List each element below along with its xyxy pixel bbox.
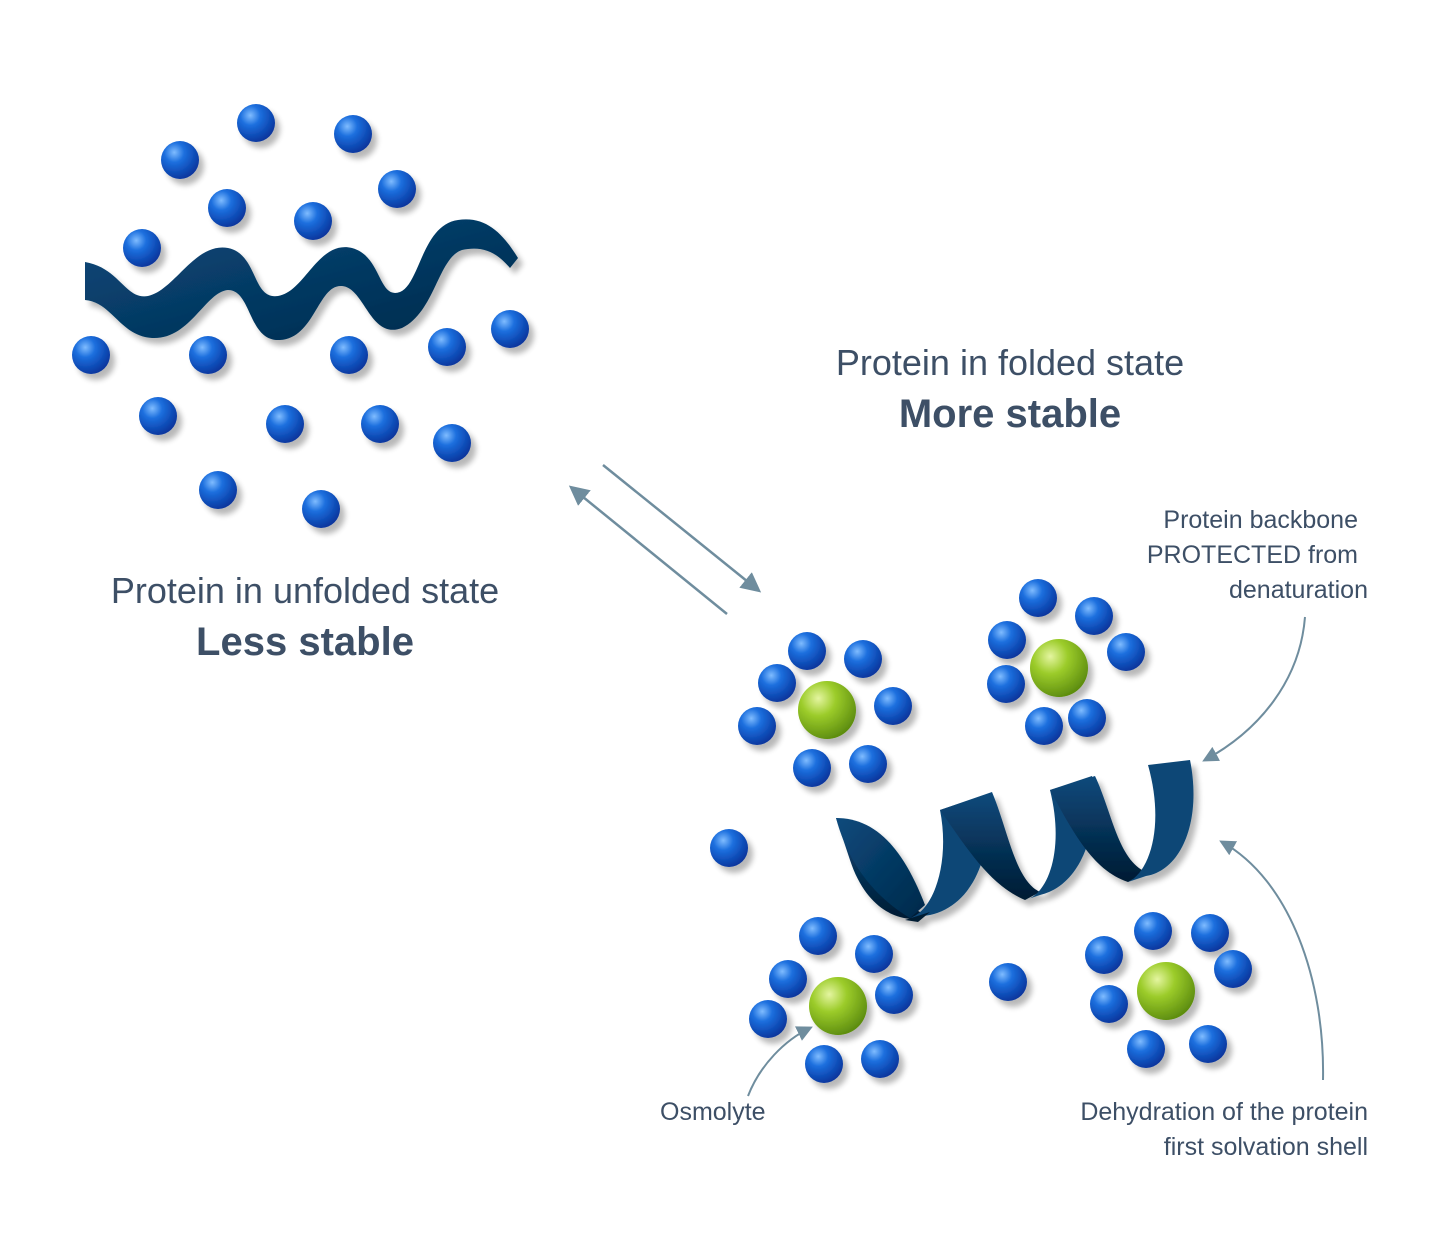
- dehydration-annotation-line-2: first solvation shell: [1163, 1133, 1368, 1161]
- water-molecule: [855, 935, 893, 973]
- water-molecule: [330, 336, 368, 374]
- water-molecule: [266, 405, 304, 443]
- annotation-arrows: [747, 616, 1325, 1097]
- water-molecule: [769, 960, 807, 998]
- forward-arrow: [602, 464, 762, 593]
- osmolyte-pointer-arrow: [747, 1026, 813, 1097]
- water-molecule: [805, 1045, 843, 1083]
- water-molecule: [1085, 936, 1123, 974]
- osmolyte-molecule: [798, 681, 856, 739]
- unfolded-protein-ribbon: [85, 219, 518, 341]
- backbone-pointer-arrow: [1202, 616, 1306, 762]
- water-molecule: [189, 336, 227, 374]
- dehydration-annotation-line-1: Dehydration of the protein: [1080, 1098, 1368, 1126]
- water-molecule: [738, 707, 776, 745]
- backbone-annotation-line-2: PROTECTED from: [1146, 541, 1358, 569]
- water-molecule: [1134, 912, 1172, 950]
- water-molecule: [861, 1040, 899, 1078]
- water-molecule: [793, 749, 831, 787]
- water-molecule: [161, 141, 199, 179]
- folded-stability-label: More stable: [898, 392, 1122, 436]
- water-molecule: [1191, 914, 1229, 952]
- water-molecule: [1189, 1025, 1227, 1063]
- water-molecule: [1127, 1030, 1165, 1068]
- osmolyte-molecule: [809, 977, 867, 1035]
- water-molecule: [1019, 579, 1057, 617]
- water-molecule: [987, 665, 1025, 703]
- folded-state-label: Protein in folded state: [835, 342, 1185, 383]
- water-molecule: [1090, 985, 1128, 1023]
- water-molecule: [428, 328, 466, 366]
- water-molecule: [208, 189, 246, 227]
- water-molecule: [874, 687, 912, 725]
- unfolded-state-label: Protein in unfolded state: [110, 570, 500, 611]
- water-molecule: [788, 632, 826, 670]
- water-molecule: [1075, 597, 1113, 635]
- backbone-annotation-line-3: denaturation: [1228, 576, 1368, 604]
- water-molecule: [1068, 699, 1106, 737]
- water-molecule: [989, 963, 1027, 1001]
- dehydration-annotation: Dehydration of the protein first solvati…: [960, 1095, 1368, 1165]
- equilibrium-arrows: [568, 464, 762, 615]
- water-molecule: [844, 640, 882, 678]
- water-molecule: [199, 471, 237, 509]
- water-molecule: [988, 621, 1026, 659]
- water-molecule: [123, 229, 161, 267]
- water-molecule: [1025, 707, 1063, 745]
- water-molecule: [361, 405, 399, 443]
- reverse-arrow: [568, 485, 728, 615]
- water-molecule: [1214, 950, 1252, 988]
- molecules: [72, 104, 1252, 1083]
- water-molecule: [237, 104, 275, 142]
- water-molecule: [139, 397, 177, 435]
- osmolyte-molecule: [1137, 962, 1195, 1020]
- osmolyte-annotation: Osmolyte: [660, 1098, 766, 1126]
- water-molecule: [72, 336, 110, 374]
- water-molecule: [334, 115, 372, 153]
- unfolded-stability-label: Less stable: [196, 620, 414, 664]
- backbone-annotation: Protein backbone PROTECTED from denatura…: [1040, 503, 1368, 608]
- water-molecule: [710, 829, 748, 867]
- water-molecule: [799, 917, 837, 955]
- water-molecule: [491, 310, 529, 348]
- water-molecule: [849, 745, 887, 783]
- dehydration-pointer-arrow: [1219, 840, 1325, 1081]
- water-molecule: [1107, 633, 1145, 671]
- water-molecule: [302, 490, 340, 528]
- backbone-annotation-line-1: Protein backbone: [1163, 506, 1358, 534]
- water-molecule: [749, 1000, 787, 1038]
- water-molecule: [294, 202, 332, 240]
- water-molecule: [875, 976, 913, 1014]
- folded-protein-helix: [836, 760, 1194, 922]
- water-molecule: [433, 424, 471, 462]
- osmolyte-molecule: [1030, 639, 1088, 697]
- water-molecule: [758, 664, 796, 702]
- water-molecule: [378, 170, 416, 208]
